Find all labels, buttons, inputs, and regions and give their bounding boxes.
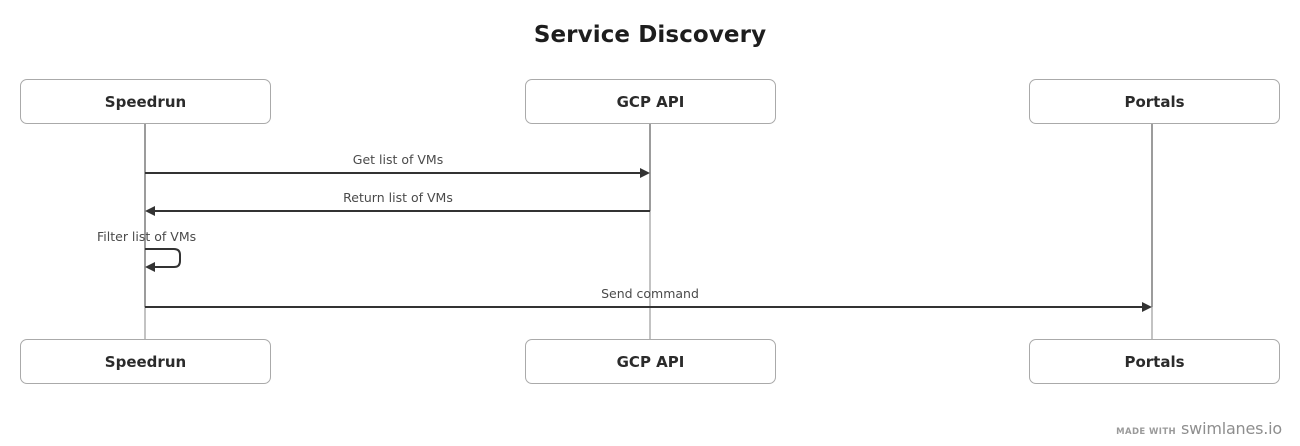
arrow-head — [145, 262, 155, 272]
footer-made-with-label: made with — [1116, 427, 1177, 437]
message-label-filter-list-of-vms: Filter list of VMs — [97, 229, 197, 244]
participant-box-top-gcp-api[interactable]: GCP API — [525, 79, 776, 124]
arrow-head — [145, 206, 155, 216]
page-title: Service Discovery — [533, 22, 767, 48]
message-send-command — [145, 302, 1152, 312]
participant-box-bottom-portals[interactable]: Portals — [1029, 339, 1280, 384]
participant-box-top-portals[interactable]: Portals — [1029, 79, 1280, 124]
participant-label: Portals — [1124, 352, 1185, 371]
message-label-return-list-of-vms: Return list of VMs — [343, 190, 453, 205]
message-get-list-of-vms — [145, 168, 650, 178]
participant-label: Portals — [1124, 92, 1185, 111]
participant-label: Speedrun — [104, 92, 187, 111]
message-label-get-list-of-vms: Get list of VMs — [352, 152, 444, 167]
self-loop-path — [145, 248, 181, 268]
footer-watermark[interactable]: made with swimlanes.io — [1116, 419, 1282, 438]
footer-brand-label: swimlanes.io — [1181, 419, 1282, 438]
message-filter-list-of-vms — [145, 248, 181, 272]
participant-box-bottom-speedrun[interactable]: Speedrun — [20, 339, 271, 384]
message-return-list-of-vms — [145, 206, 650, 216]
participant-label: GCP API — [616, 92, 685, 111]
participant-box-top-speedrun[interactable]: Speedrun — [20, 79, 271, 124]
participant-label: GCP API — [616, 352, 685, 371]
participant-label: Speedrun — [104, 352, 187, 371]
arrow-head — [640, 168, 650, 178]
message-label-send-command: Send command — [601, 286, 699, 301]
arrow-head — [1142, 302, 1152, 312]
participant-box-bottom-gcp-api[interactable]: GCP API — [525, 339, 776, 384]
